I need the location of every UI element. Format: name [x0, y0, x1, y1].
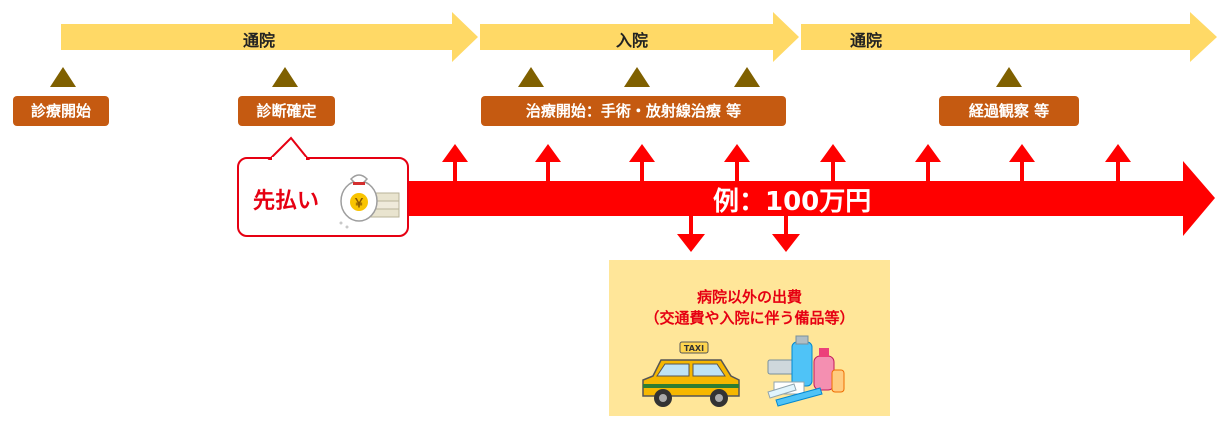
milestone-marker-4 — [624, 67, 650, 87]
taxi-icon: TAXI — [642, 341, 740, 407]
main-cost-arrow — [398, 161, 1215, 236]
milestone-treatment-start: 治療開始：手術・放射線治療 等 — [481, 96, 786, 126]
milestone-marker-3 — [518, 67, 544, 87]
milestone-follow-up: 経過観察 等 — [939, 96, 1079, 126]
milestone-marker-6 — [996, 67, 1022, 87]
milestone-marker-5 — [734, 67, 760, 87]
down-arrow-1 — [677, 214, 705, 252]
hospital-supplies-icon — [767, 335, 845, 407]
callout-pointer — [267, 136, 311, 160]
down-arrows — [677, 214, 800, 252]
up-arrows — [442, 144, 1131, 182]
phase-arrow-2 — [480, 12, 799, 62]
other-expenses-title: 病院以外の出費 — [696, 288, 802, 306]
up-arrow-5 — [820, 144, 846, 182]
example-amount-label: 例：100万円 — [713, 187, 872, 217]
milestone-marker-2 — [272, 67, 298, 87]
up-arrow-8 — [1105, 144, 1131, 182]
up-arrow-1 — [442, 144, 468, 182]
up-arrow-7 — [1009, 144, 1035, 182]
milestone-consultation-start: 診療開始 — [13, 96, 109, 126]
phase-label-outpatient-2: 通院 — [850, 31, 883, 50]
other-expenses-subtitle: （交通費や入院に伴う備品等） — [644, 309, 855, 327]
advance-payment-label: 先払い — [253, 189, 320, 214]
up-arrow-6 — [915, 144, 941, 182]
phase-arrow-1 — [61, 12, 478, 62]
phase-label-outpatient-1: 通院 — [243, 31, 276, 50]
taxi-sign-text: TAXI — [684, 344, 704, 353]
money-bag-icon: ￥ — [339, 174, 400, 229]
up-arrow-4 — [724, 144, 750, 182]
phase-arrow-3 — [801, 12, 1217, 62]
yen-symbol: ￥ — [353, 196, 365, 210]
milestone-diagnosis: 診断確定 — [238, 96, 335, 126]
advance-payment-callout: 先払い ￥ — [237, 157, 409, 237]
down-arrow-2 — [772, 214, 800, 252]
phase-label-inpatient: 入院 — [616, 31, 649, 50]
up-arrow-3 — [629, 144, 655, 182]
other-expenses-box: 病院以外の出費 （交通費や入院に伴う備品等） TAXI — [609, 260, 890, 416]
up-arrow-2 — [535, 144, 561, 182]
milestone-marker-1 — [50, 67, 76, 87]
